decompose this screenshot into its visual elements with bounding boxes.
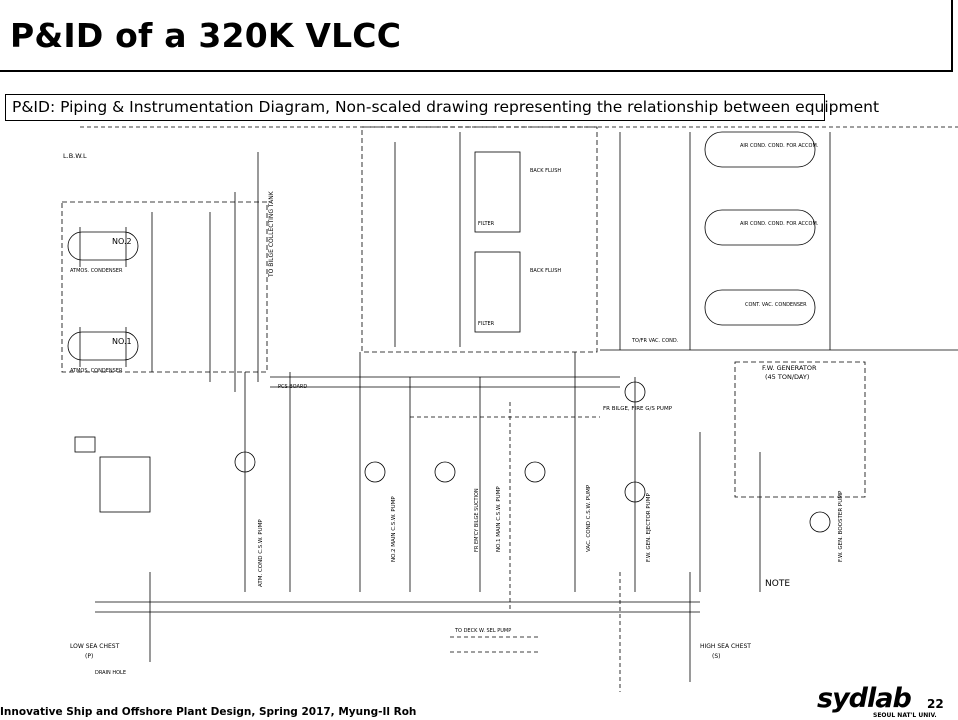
label-main-pump-2: NO.2 MAIN C.S.W. PUMP <box>391 496 397 562</box>
label-low-sea-side: (P) <box>85 653 93 660</box>
sydlab-logo: sydlab <box>817 683 912 714</box>
fire-pump <box>624 381 646 403</box>
label-note: NOTE <box>765 579 790 589</box>
label-to-vac: TO/FR VAC. COND. <box>631 338 679 344</box>
label-no2: NO.2 <box>112 237 132 246</box>
backflush-box <box>361 126 598 353</box>
label-lbwl: L.B.W.L <box>63 152 87 160</box>
page-number: 22 <box>927 697 944 711</box>
label-high-sea: HIGH SEA CHEST <box>700 643 751 650</box>
title-box: P&ID of a 320K VLCC <box>0 0 953 72</box>
main-pump-1 <box>434 461 456 483</box>
main-pump-2 <box>364 461 386 483</box>
label-ejector-pump: F.W. GEN. EJECTOR PUMP <box>646 493 652 562</box>
label-to-deck: TO DECK W. SEL PUMP <box>454 628 511 634</box>
label-ac-cond-1: AIR COND. COND. FOR ACCOM. <box>740 143 819 149</box>
atm-pump <box>234 451 256 473</box>
tank <box>99 456 151 513</box>
logo-subtitle: SEOUL NAT'L UNIV. <box>873 712 937 719</box>
label-vac-pump: VAC. COND C.S.W. PUMP <box>586 484 592 552</box>
label-to-bilge: TO BILGE COLLECTING TANK <box>268 190 275 278</box>
label-bilge-pump: FR BILGE, FIRE G/S PUMP <box>603 406 673 412</box>
label-pcs-board: PCS BOARD <box>278 384 307 390</box>
slide-title: P&ID of a 320K VLCC <box>10 16 402 55</box>
label-atm-pump: ATM. COND C.S.W. PUMP <box>258 519 264 587</box>
vac-pump <box>524 461 546 483</box>
ac-condenser-1 <box>704 131 816 168</box>
condenser-group-box <box>61 201 268 373</box>
label-back-flush-1: BACK FLUSH <box>530 168 561 174</box>
subtitle-box: P&ID: Piping & Instrumentation Diagram, … <box>5 94 879 121</box>
booster-pump <box>809 511 831 533</box>
label-fw-generator-cap: (45 TON/DAY) <box>765 373 809 381</box>
label-ac-cond-2: AIR COND. COND. FOR ACCOM. <box>740 221 819 227</box>
label-main-pump-1: NO.1 MAIN C.S.W. PUMP <box>496 486 502 552</box>
ejector-pump <box>624 481 646 503</box>
pid-diagram: L.B.W.L NO.2 NO.1 ATMOS. CONDENSER ATMOS… <box>61 126 958 692</box>
label-filter-1: FILTER <box>478 221 495 227</box>
condenser-no2 <box>67 231 139 261</box>
footer-text: Innovative Ship and Offshore Plant Desig… <box>0 706 417 718</box>
label-drain-hole: DRAIN HOLE <box>95 670 126 676</box>
label-back-flush-2: BACK FLUSH <box>530 268 561 274</box>
ac-condenser-2 <box>704 209 816 246</box>
condenser-no1 <box>67 331 139 361</box>
label-high-sea-side: (S) <box>712 653 721 660</box>
label-low-sea: LOW SEA CHEST <box>70 643 120 650</box>
slide-subtitle: P&ID: Piping & Instrumentation Diagram, … <box>12 98 880 116</box>
label-no1: NO.1 <box>112 337 132 346</box>
label-atmos-cond-1: ATMOS. CONDENSER <box>70 368 123 374</box>
label-em-bilge: FR EM'CY BILGE SUCTION <box>474 488 480 552</box>
label-fw-generator: F.W. GENERATOR <box>762 364 817 372</box>
label-filter-2: FILTER <box>478 321 495 327</box>
label-atmos-cond-2: ATMOS. CONDENSER <box>70 268 123 274</box>
vac-condenser <box>704 289 816 326</box>
label-booster-pump: F.W. GEN. BOOSTER PUMP <box>838 490 844 562</box>
fw-generator-box <box>734 361 866 498</box>
label-cont-cond: CONT. VAC. CONDENSER <box>745 302 807 308</box>
